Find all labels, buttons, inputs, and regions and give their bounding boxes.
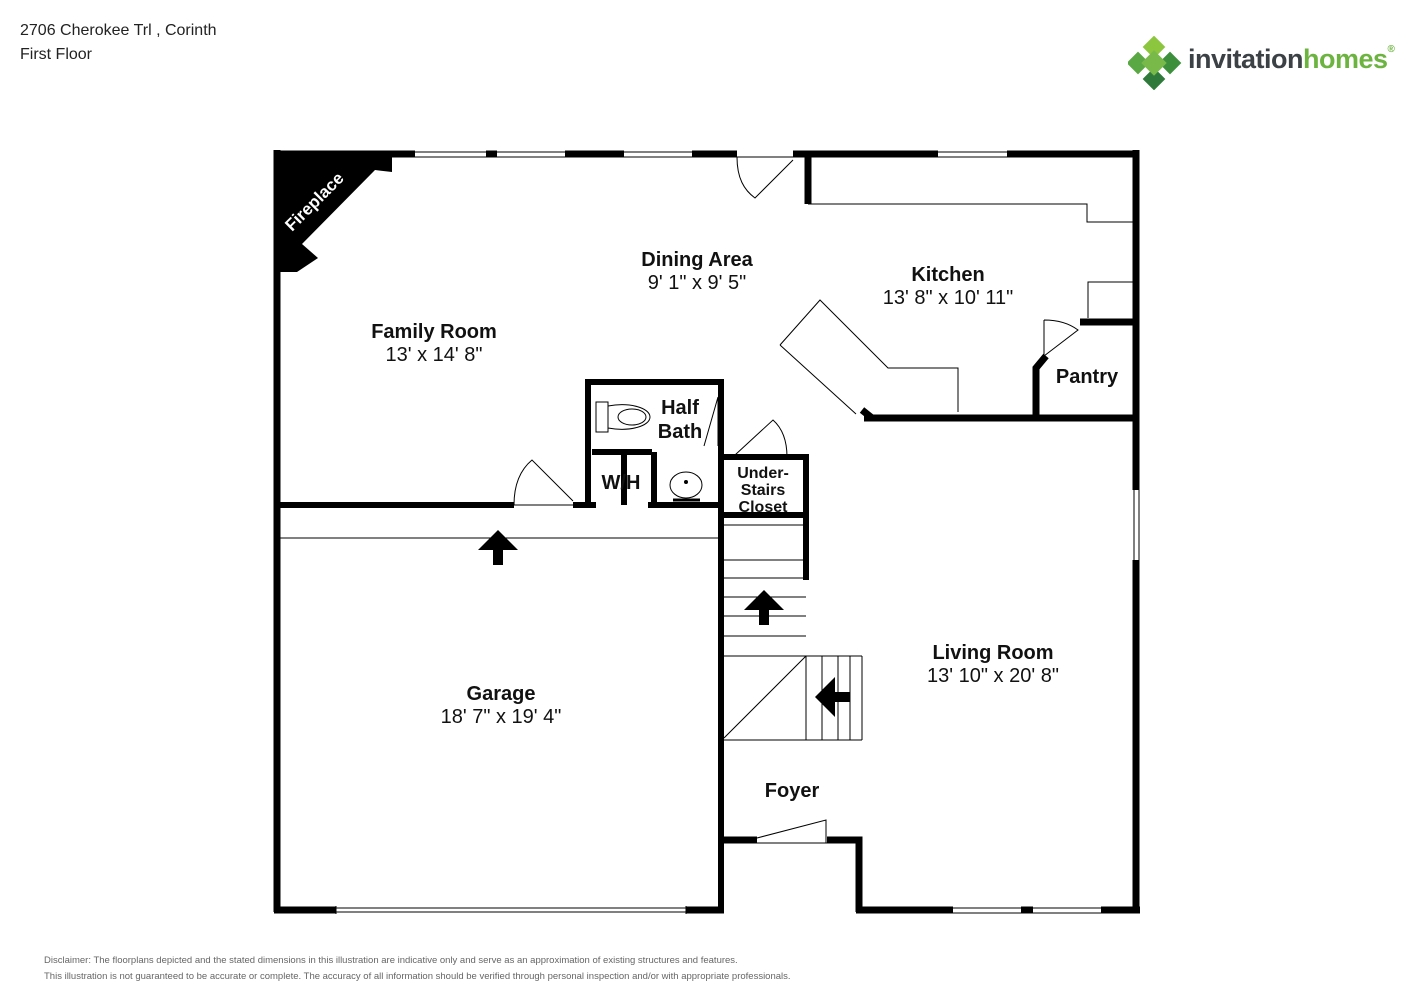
family-room-name: Family Room [371, 321, 497, 343]
windows-top [415, 151, 1007, 158]
half-bath-label-line2: Bath [658, 421, 702, 443]
door-closet [734, 419, 788, 458]
garage-name: Garage [467, 683, 536, 705]
water-heater-label: W/H [602, 472, 641, 494]
foyer-label: Foyer [765, 780, 820, 802]
brand-name-part2: homes [1303, 44, 1388, 74]
toilet-bowl [617, 408, 647, 426]
kitchen-counter-right [1087, 281, 1134, 318]
stairs [723, 524, 863, 741]
arrow-up-stairs-icon [744, 590, 784, 625]
wall-foyer-bump [722, 836, 863, 912]
kitchen-counter-top [808, 203, 1134, 223]
door-half-bath [703, 396, 719, 447]
arrow-up-garage-icon [478, 530, 518, 565]
fireplace-icon [277, 152, 392, 272]
wall-pantry [1032, 318, 1136, 418]
wall-wh [592, 449, 657, 505]
dining-area-name: Dining Area [641, 249, 753, 271]
door-dining [736, 156, 794, 199]
brand-wordmark: invitationhomes® [1188, 44, 1395, 75]
door-pantry [1043, 319, 1079, 357]
family-room-dimensions: 13' x 14' 8" [385, 344, 482, 366]
disclaimer-line1: Disclaimer: The floorplans depicted and … [44, 955, 738, 966]
property-address: 2706 Cherokee Trl , Corinth [20, 22, 217, 39]
pantry-label: Pantry [1056, 366, 1119, 388]
disclaimer-line2: This illustration is not guaranteed to b… [44, 971, 791, 982]
door-front [756, 819, 827, 844]
dining-area-dimensions: 9' 1" x 9' 5" [648, 272, 747, 294]
half-bath-label-line1: Half [661, 397, 699, 419]
living-room-name: Living Room [932, 642, 1053, 664]
window-right [1133, 490, 1140, 560]
toilet-icon [595, 401, 651, 433]
closet-label-line3: Closet [739, 499, 789, 516]
living-room-dimensions: 13' 10" x 20' 8" [927, 665, 1059, 687]
sink-icon [669, 471, 703, 499]
brand-logo-icon [1128, 36, 1182, 90]
brand-mark: ® [1387, 44, 1395, 55]
sink-drain-icon [684, 480, 688, 484]
kitchen-island [779, 299, 959, 415]
kitchen-dimensions: 13' 8" x 10' 11" [883, 287, 1013, 309]
closet-label-line1: Under- [737, 465, 789, 482]
floor-label: First Floor [20, 46, 92, 63]
garage-door [335, 906, 687, 914]
wall-half-bath [585, 379, 724, 505]
garage-dimensions: 18' 7" x 19' 4" [441, 706, 562, 728]
arrow-left-stairs-icon [815, 677, 850, 717]
wall-kitchen-diagonal [859, 407, 875, 421]
brand-name-part1: invitation [1188, 44, 1304, 74]
windows-bottom-living [953, 907, 1101, 914]
door-family-garage [513, 459, 574, 506]
kitchen-name: Kitchen [911, 264, 984, 286]
closet-label-line2: Stairs [741, 482, 786, 499]
